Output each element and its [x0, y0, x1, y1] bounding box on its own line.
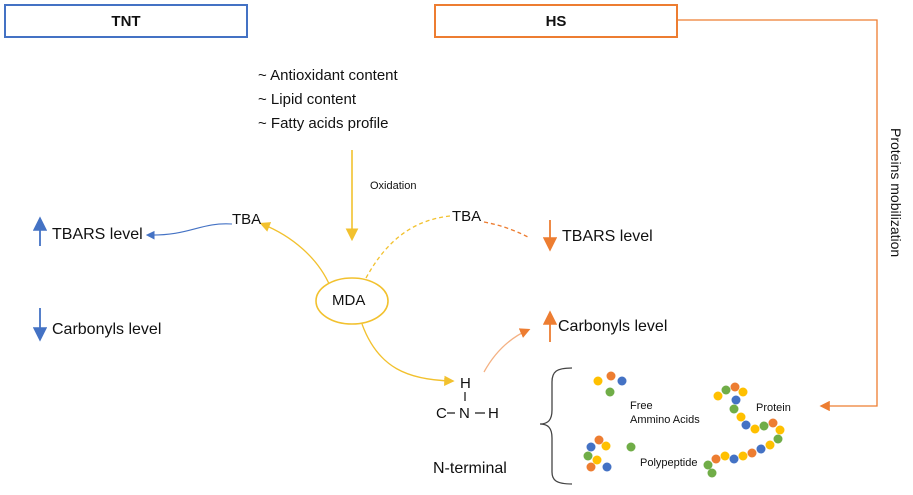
mda-ellipse: [315, 277, 389, 325]
nterminal-to-carbonyls-arrow: [483, 328, 531, 373]
right-carbonyls-label: Carbonyls level: [558, 318, 668, 335]
left-tba-label: TBA: [232, 211, 262, 228]
proteins-mobilization-connector: [678, 19, 878, 412]
free-amino-acids-beads: [593, 371, 627, 397]
right-tba-label: TBA: [452, 208, 482, 225]
condition-lipid: ~ Lipid content: [258, 91, 356, 108]
tnt-box: TNT: [4, 4, 248, 38]
protein-chain-beads: [703, 382, 785, 478]
condition-fatty-acids: ~ Fatty acids profile: [258, 115, 389, 132]
condition-antioxidant: ~ Antioxidant content: [258, 67, 398, 84]
conditions-list: ~ Antioxidant content ~ Lipid content ~ …: [258, 64, 398, 136]
nterm-c: C: [436, 405, 447, 422]
left-carbonyls-label: Carbonyls level: [52, 321, 162, 338]
hs-box: HS: [434, 4, 678, 38]
protein-label: Protein: [756, 402, 791, 414]
mda-to-tba-arrow: [259, 222, 331, 287]
left-tbars-label: TBARS level: [52, 226, 143, 243]
mda-to-nterminal-arrow: [361, 323, 455, 387]
tba-to-tbars-arrow: [145, 223, 233, 240]
free-label: Free: [630, 400, 653, 412]
right-tba-to-tbars-dashed: [483, 221, 531, 239]
right-tbars-label: TBARS level: [562, 228, 653, 245]
nterm-h-right: H: [488, 405, 499, 422]
oxidation-label: Oxidation: [370, 180, 417, 192]
nterminal-label: N-terminal: [433, 460, 507, 477]
mda-label: MDA: [332, 292, 366, 309]
mda-to-right-tba-dashed: [365, 215, 451, 279]
nterm-n: N: [459, 405, 470, 422]
hs-label: HS: [545, 12, 567, 30]
polypeptide-beads: [583, 435, 636, 472]
tnt-label: TNT: [111, 12, 141, 30]
polypeptide-label: Polypeptide: [640, 457, 698, 469]
proteins-mobilization-label: Proteins mobilization: [888, 128, 904, 258]
nterm-h-top: H: [460, 375, 471, 392]
curly-brace: [539, 367, 573, 485]
ammino-acids-label: Ammino Acids: [630, 414, 700, 426]
